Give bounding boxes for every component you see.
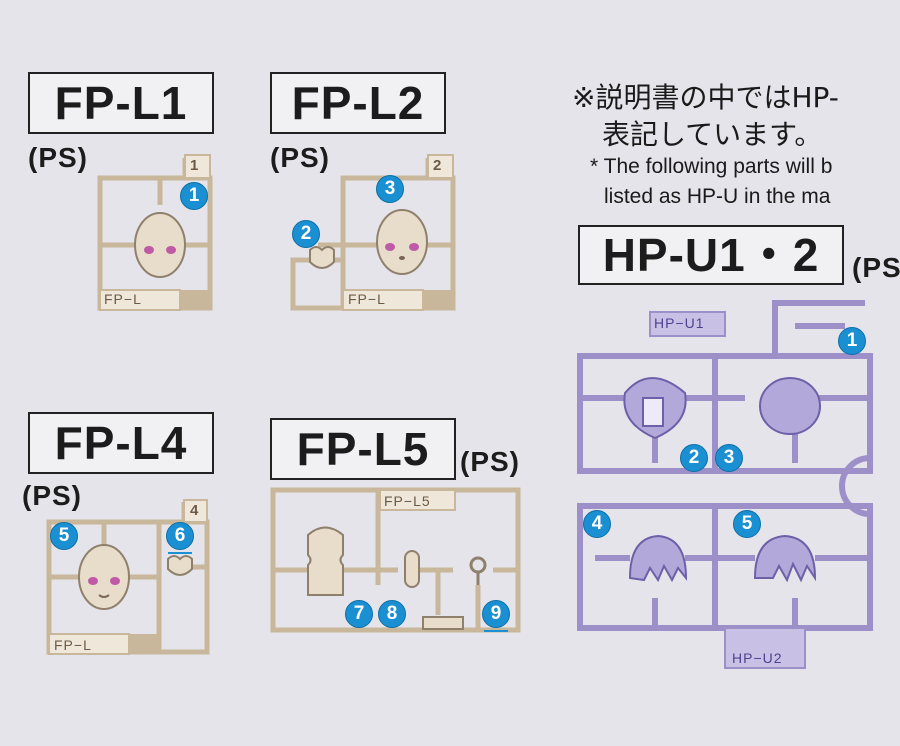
part-number-2-fpl2: 2 — [292, 220, 320, 248]
fpl4-material: (PS) — [22, 480, 82, 511]
fpl1-runner-number: 1 — [190, 157, 199, 174]
part-number-9: 9 — [482, 600, 510, 632]
fpl4-label: FP-L4 — [28, 412, 214, 474]
fpl1-runner — [97, 154, 213, 311]
note-jp-line2: 表記しています。 — [602, 118, 823, 151]
fpl2-runner-number: 2 — [433, 157, 442, 174]
part-number-4: 4 — [583, 510, 611, 538]
hpu2-runner-tag: HP−U2 — [732, 650, 783, 666]
part-number-8: 8 — [378, 600, 406, 628]
hpu1-runner-tag: HP−U1 — [654, 315, 705, 331]
note-en-line2: listed as HP-U in the ma — [604, 185, 831, 208]
part-number-2-hpu: 2 — [680, 444, 708, 472]
fpl5-runner-tag: FP−L5 — [384, 493, 431, 509]
part-number-6: 6 — [166, 522, 194, 554]
fpl1-runner-tag: FP−L — [104, 291, 142, 307]
fpl2-label: FP-L2 — [270, 72, 446, 134]
part-number-1-hpu: 1 — [838, 327, 866, 355]
part-number-5-fpl4: 5 — [50, 522, 78, 550]
part-number-5-hpu: 5 — [733, 510, 761, 538]
fpl4-runner — [46, 499, 210, 655]
hpu-material: (PS — [852, 252, 900, 283]
note-jp-line1: ※説明書の中ではHP- — [572, 81, 839, 114]
fpl2-runner — [290, 154, 456, 311]
fpl1-material: (PS) — [28, 142, 88, 173]
part-number-3-hpu: 3 — [715, 444, 743, 472]
fpl4-runner-number: 4 — [190, 502, 199, 519]
fpl5-material: (PS) — [460, 446, 520, 477]
part-number-1-fpl1: 1 — [180, 182, 208, 210]
note-en-line1: * The following parts will b — [590, 155, 833, 178]
hpu-label: HP-U1・2 — [578, 225, 844, 285]
part-number-7: 7 — [345, 600, 373, 628]
fpl5-label: FP-L5 — [270, 418, 456, 480]
fpl5-runner — [270, 487, 521, 633]
fpl1-label: FP-L1 — [28, 72, 214, 134]
fpl4-runner-tag: FP−L — [54, 637, 92, 653]
fpl2-material: (PS) — [270, 142, 330, 173]
fpl2-runner-tag: FP−L — [348, 291, 386, 307]
part-number-3: 3 — [376, 175, 404, 203]
hpu-runner — [577, 300, 873, 669]
